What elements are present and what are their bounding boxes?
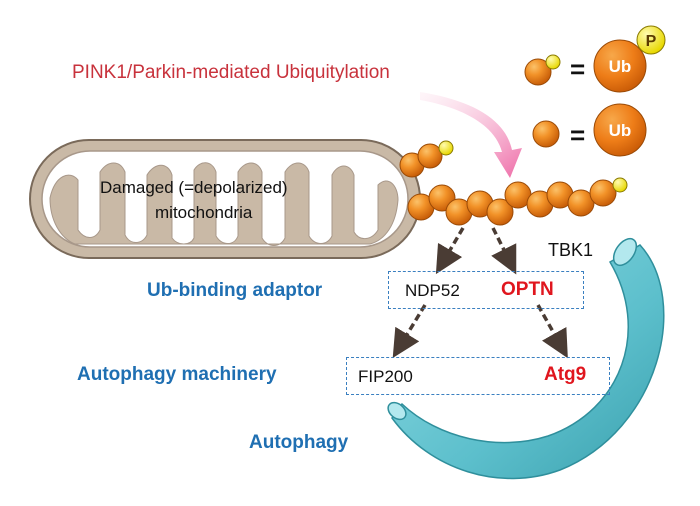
mitochondria-cristae (49, 162, 399, 246)
adaptor-box (388, 271, 584, 309)
arrow-ndp52-to-fip200 (392, 304, 427, 358)
autophagy-label: Autophagy (249, 432, 349, 453)
legend-equals-2: = (570, 120, 586, 150)
tbk1-label: TBK1 (548, 240, 594, 260)
phagophore-tip-upper (612, 237, 638, 267)
legend-phospho-ub-icon: Ub P (524, 25, 666, 93)
recruitment-arrows (392, 227, 568, 359)
ubiquitylation-arrow (420, 92, 522, 178)
machinery-box (346, 357, 610, 395)
mitochondria-label-line1: Damaged (=depolarized) (100, 178, 288, 197)
legend-ub-icon: Ub (532, 103, 647, 157)
adaptor-optn: OPTN (501, 279, 554, 300)
adaptor-label: Ub-binding adaptor (147, 280, 323, 301)
mitochondrion (29, 139, 421, 259)
arrow-ub-to-ndp52 (435, 227, 465, 275)
machinery-fip200: FIP200 (358, 367, 413, 386)
phagophore-membrane (391, 244, 665, 480)
legend-ub-text-2: Ub (609, 121, 632, 140)
machinery-label: Autophagy machinery (77, 364, 277, 385)
adaptor-ndp52: NDP52 (405, 281, 460, 300)
legend-ub-text-1: Ub (609, 57, 632, 76)
arrow-optn-to-atg9 (536, 304, 568, 359)
phagophore-tip-lower (387, 401, 407, 421)
legend-equals-1: = (570, 54, 586, 84)
ubiquitin-branch (399, 140, 454, 178)
diagram-title: PINK1/Parkin-mediated Ubiquitylation (72, 62, 390, 83)
mitochondria-label-line2: mitochondria (155, 203, 253, 222)
legend-p-text: P (646, 33, 657, 50)
ubiquitin-chain (407, 177, 628, 226)
arrow-ub-to-optn (491, 227, 517, 275)
machinery-atg9: Atg9 (544, 364, 587, 385)
